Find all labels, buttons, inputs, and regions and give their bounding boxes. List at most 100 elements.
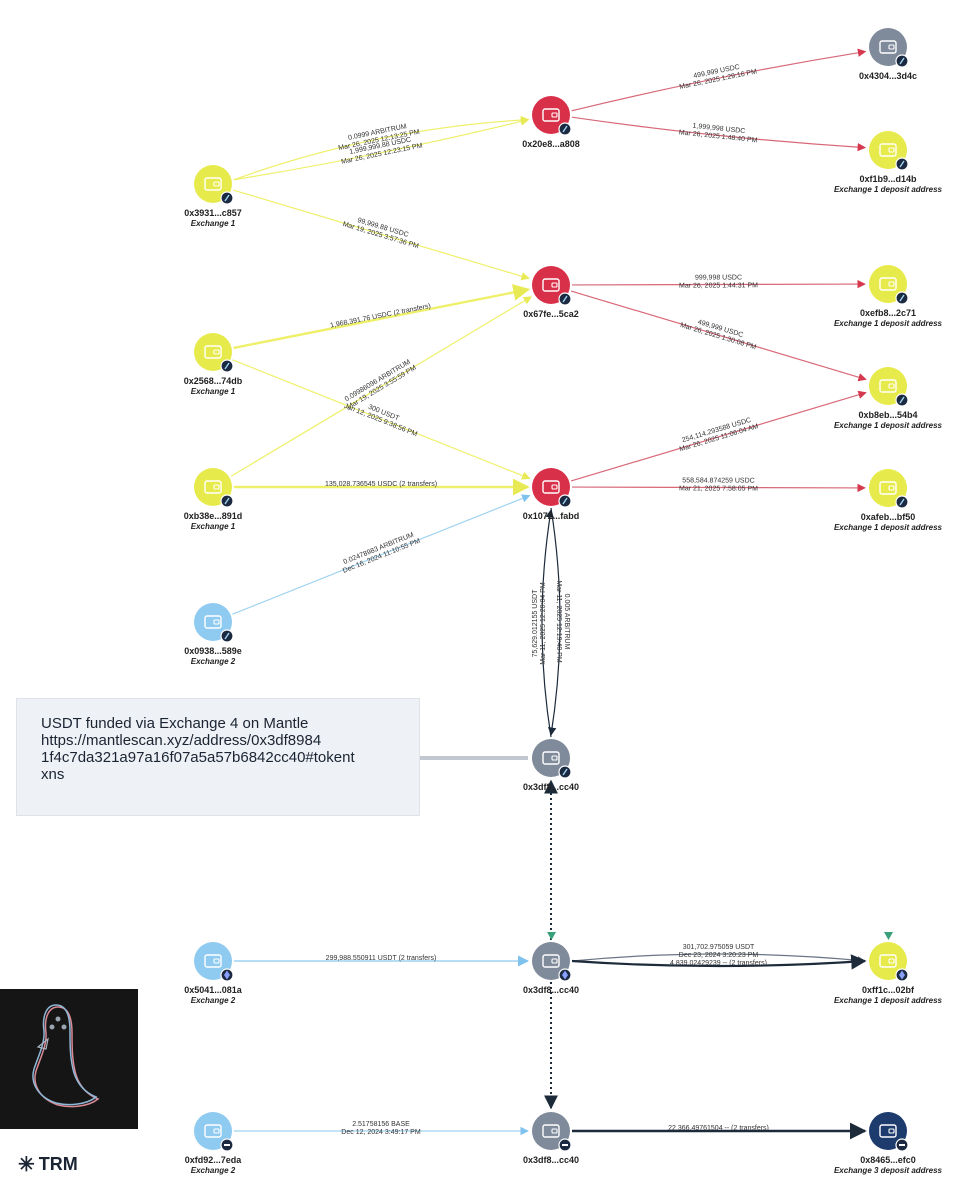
transfer-edge-line[interactable]: [570, 390, 867, 482]
annotation-note-text: USDT funded via Exchange 4 on Mantle htt…: [41, 715, 411, 783]
transfer-edge-line[interactable]: [232, 359, 531, 480]
address-node-id: 0x2568...74db: [184, 376, 243, 386]
transfer-edge-label: Mar 21, 2025 7:58:05 PM: [679, 485, 758, 492]
address-node[interactable]: 0x67fe...5ca2: [523, 266, 579, 319]
address-node-id: 0x67fe...5ca2: [523, 309, 579, 319]
base-icon: [220, 1138, 234, 1152]
transfer-edge-line[interactable]: [571, 953, 866, 965]
transfer-edge-line[interactable]: [570, 290, 867, 382]
note-connector: [420, 756, 528, 760]
transfer-edge-line[interactable]: [232, 189, 530, 281]
address-node[interactable]: 0x4304...3d4c: [859, 28, 917, 81]
transfer-edge-line[interactable]: [230, 296, 532, 477]
address-node-id: 0x4304...3d4c: [859, 71, 917, 81]
address-node[interactable]: 0x3df8...cc40: [523, 942, 579, 995]
arbitrum-icon: [220, 629, 234, 643]
transfer-edge[interactable]: 22,366.49761504 -- (2 transfers): [572, 1122, 867, 1140]
transfer-edge-line[interactable]: [571, 279, 866, 289]
wallet-icon: [879, 954, 897, 968]
transfer-edge-label: Mar 11, 2025 12:19:40 PM: [555, 580, 562, 663]
transfer-edge-label: Mar 11, 2025 12:20:04 PM: [540, 582, 547, 665]
highlight-indicator-icon: [884, 932, 893, 940]
address-node-id: 0x5041...081a: [184, 985, 243, 995]
transfer-edge[interactable]: 1,968,391.76 USDC (2 transfers): [233, 284, 531, 350]
transfer-edge-line[interactable]: [571, 954, 867, 970]
transfer-edge-line[interactable]: [571, 48, 867, 112]
address-node-id: 0xff1c...02bf: [862, 985, 915, 995]
wallet-icon: [204, 954, 222, 968]
arbitrum-icon: [895, 291, 909, 305]
note-line: xns: [41, 766, 65, 783]
transfer-edge-line[interactable]: [548, 507, 561, 736]
transfer-edge-line[interactable]: [233, 115, 530, 181]
address-node[interactable]: 0x3df8...cc40: [523, 739, 579, 792]
address-node-id: 0xefb8...2c71: [860, 308, 916, 318]
base-icon: [558, 1138, 572, 1152]
address-node-id: 0xfd92...7eda: [185, 1155, 243, 1165]
wallet-icon: [542, 954, 560, 968]
arbitrum-icon: [895, 393, 909, 407]
wallet-icon: [204, 615, 222, 629]
address-node-label: Exchange 3 deposit address: [834, 1166, 943, 1175]
transfer-edge-label: 999,998 USDC: [695, 274, 742, 281]
wallet-icon: [542, 278, 560, 292]
address-node-label: Exchange 2: [191, 657, 236, 666]
annotation-note: USDT funded via Exchange 4 on Mantle htt…: [16, 698, 420, 816]
wallet-icon: [879, 1124, 897, 1138]
address-node[interactable]: 0x20e8...a808: [522, 96, 580, 149]
transfer-edge[interactable]: 135,028.736545 USDC (2 transfers): [233, 478, 530, 496]
transfer-edge-label: 22,366.49761504 -- (2 transfers): [668, 1125, 769, 1132]
arbitrum-icon: [558, 765, 572, 779]
address-node-id: 0x3931...c857: [184, 208, 242, 218]
transfer-edge-line[interactable]: [541, 509, 554, 738]
transfer-edge-line[interactable]: [232, 494, 531, 615]
address-node[interactable]: 0x3df8...cc40: [523, 1112, 579, 1165]
transfer-edge-label: Dec 12, 2024 3:49:17 PM: [341, 1129, 421, 1136]
address-node[interactable]: 0x1072...fabd: [523, 468, 580, 521]
transfer-edge-line[interactable]: [571, 483, 866, 493]
address-node-id: 0x0938...589e: [184, 646, 242, 656]
arbitrum-icon: [558, 494, 572, 508]
address-node-label: Exchange 1: [191, 387, 236, 396]
transfer-edge-line[interactable]: [233, 284, 531, 350]
transfer-edge[interactable]: 299,988.550911 USDT (2 transfers): [234, 955, 530, 967]
address-node-id: 0xb38e...891d: [184, 511, 243, 521]
transfer-edge-label: Dec 23, 2024 3:20:23 PM: [679, 952, 759, 959]
arbitrum-icon: [220, 191, 234, 205]
address-node-label: Exchange 1 deposit address: [834, 996, 943, 1005]
transfer-edge-label: 4,839.02429239 -- (2 transfers): [670, 960, 767, 967]
address-node-id: 0x8465...efc0: [860, 1155, 916, 1165]
transfer-edge-line[interactable]: [571, 116, 866, 152]
transfer-edge-line[interactable]: [233, 117, 530, 181]
wallet-icon: [879, 143, 897, 157]
note-line: https://mantlescan.xyz/address/0x3df8984: [41, 732, 322, 749]
transfer-edge[interactable]: 4,839.02429239 -- (2 transfers): [571, 954, 867, 970]
note-line: 1f4c7da321a97a16f07a5a57b6842cc40#tokent: [41, 749, 355, 766]
